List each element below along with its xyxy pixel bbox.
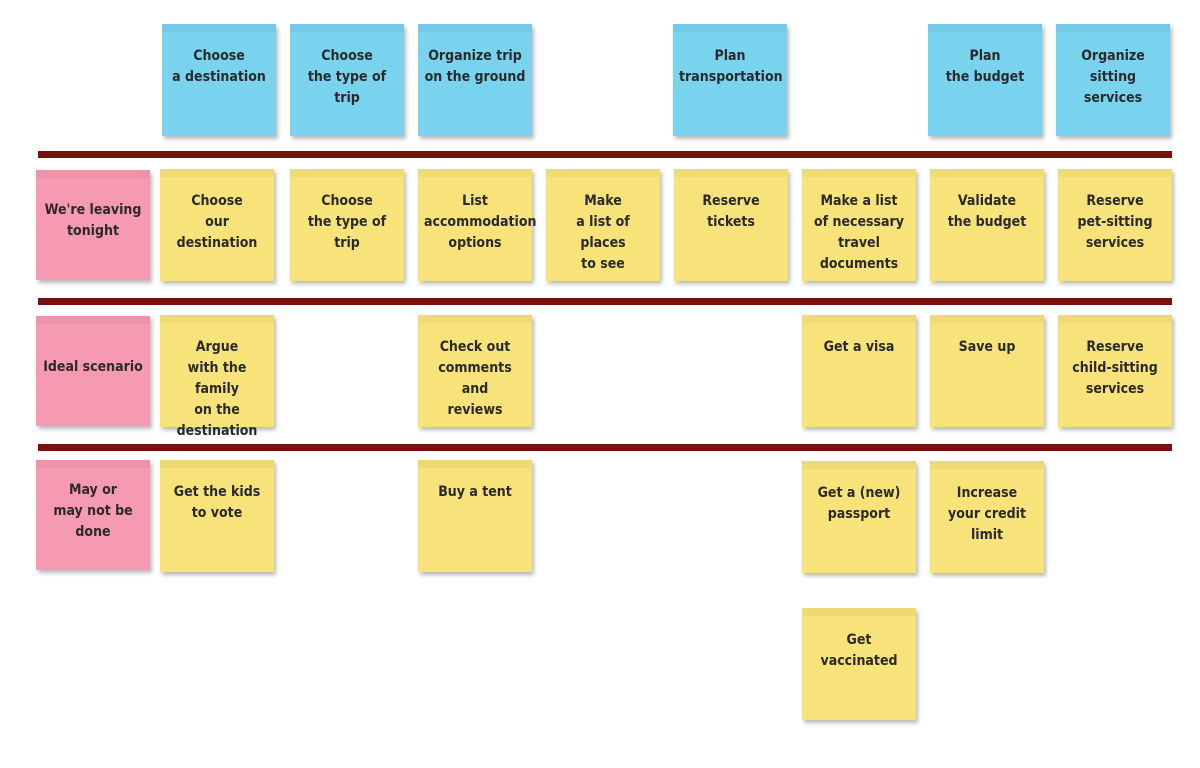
release-divider — [38, 151, 1172, 158]
task-note[interactable]: Get a (new) passport — [802, 461, 916, 573]
task-note[interactable]: Choose the type of trip — [290, 169, 404, 281]
task-note[interactable]: Check out comments and reviews — [418, 315, 532, 427]
task-note[interactable]: Reserve child-sitting services — [1058, 315, 1172, 427]
activity-note[interactable]: Plan the budget — [928, 24, 1042, 136]
task-note[interactable]: Increase your credit limit — [930, 461, 1044, 573]
task-note[interactable]: Make a list of necessary travel document… — [802, 169, 916, 281]
task-note[interactable]: Argue with the family on the destination — [160, 315, 274, 439]
release-label-note[interactable]: Ideal scenario — [36, 316, 150, 426]
task-note[interactable]: Get a visa — [802, 315, 916, 427]
activity-note[interactable]: Organize trip on the ground — [418, 24, 532, 136]
release-label-note[interactable]: We're leaving tonight — [36, 170, 150, 280]
task-note[interactable]: Reserve tickets — [674, 169, 788, 281]
task-note[interactable]: Get vaccinated — [802, 608, 916, 720]
task-note[interactable]: Get the kids to vote — [160, 460, 274, 572]
task-note[interactable]: Reserve pet-sitting services — [1058, 169, 1172, 281]
activity-note[interactable]: Organize sitting services — [1056, 24, 1170, 136]
task-note[interactable]: Choose our destination — [160, 169, 274, 281]
release-divider — [38, 298, 1172, 305]
task-note[interactable]: List accommodation options — [418, 169, 536, 281]
activity-note[interactable]: Plan transportation — [673, 24, 787, 136]
task-note[interactable]: Make a list of places to see — [546, 169, 660, 281]
release-divider — [38, 444, 1172, 451]
task-note[interactable]: Validate the budget — [930, 169, 1044, 281]
activity-note[interactable]: Choose a destination — [162, 24, 276, 136]
task-note[interactable]: Buy a tent — [418, 460, 532, 572]
task-note[interactable]: Save up — [930, 315, 1044, 427]
activity-note[interactable]: Choose the type of trip — [290, 24, 404, 136]
release-label-note[interactable]: May or may not be done — [36, 460, 150, 570]
